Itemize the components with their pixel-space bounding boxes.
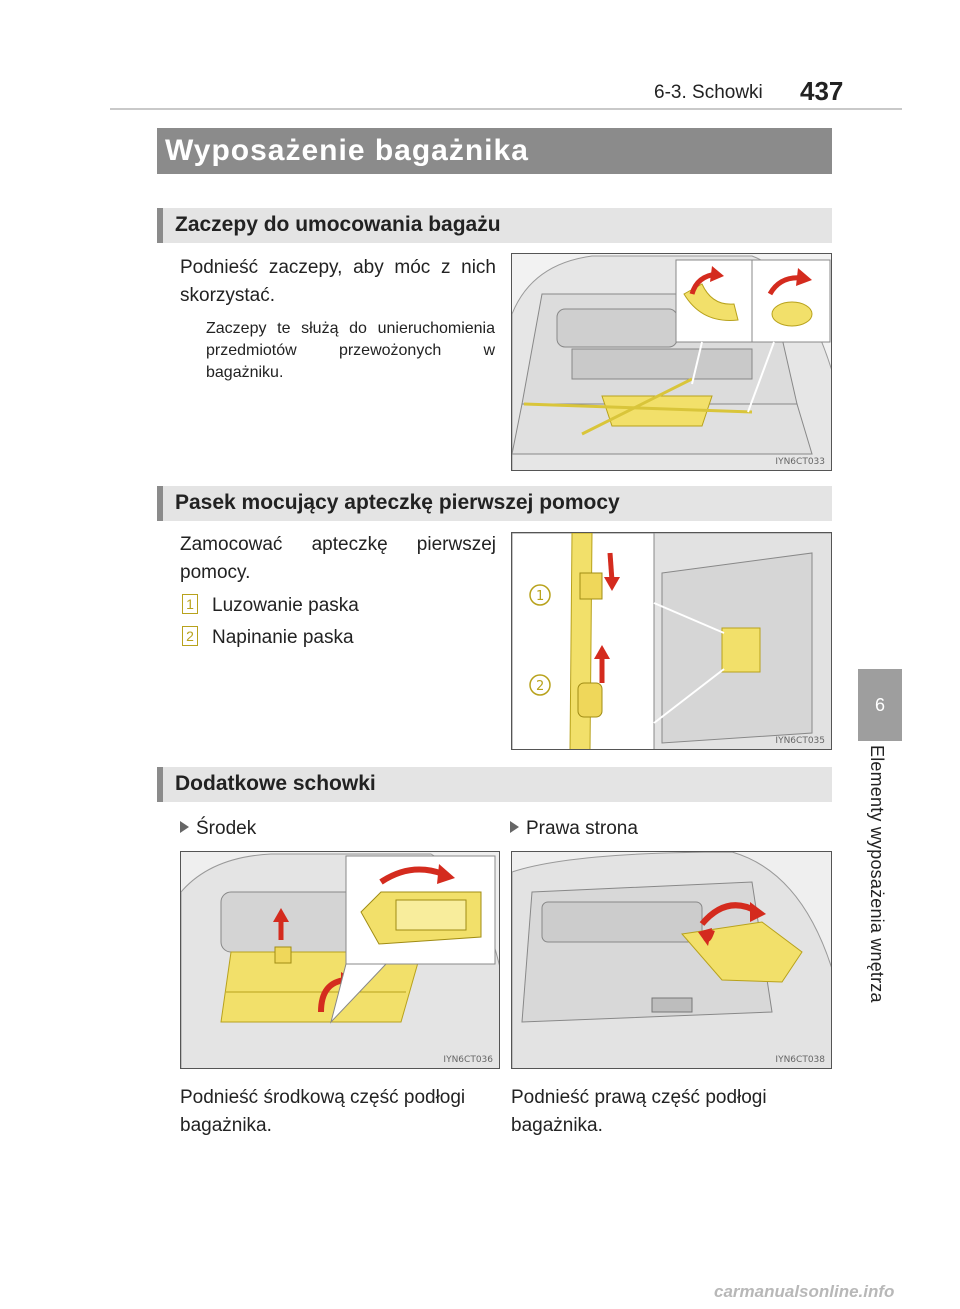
section-text: Podnieść zaczepy, aby móc z nich skorzys… <box>180 257 496 306</box>
figure-code: IYN6CT035 <box>775 736 825 746</box>
section-text: Zamocować apteczkę pierwszej pomocy. <box>180 534 496 583</box>
first-aid-strap-illustration: 1 2 <box>512 533 831 749</box>
main-title: Wyposażenie bagażnika <box>165 134 529 167</box>
list-item: 2 Napinanie paska <box>182 626 354 649</box>
main-title-bar: Wyposażenie bagażnika <box>157 128 832 174</box>
label-text: Prawa strona <box>526 818 638 839</box>
figure-code: IYN6CT038 <box>775 1055 825 1065</box>
list-item-label: Napinanie paska <box>212 627 354 648</box>
section-heading-luggage-hooks: Zaczepy do umocowania bagażu <box>157 208 832 243</box>
triangle-bullet-icon <box>180 821 189 833</box>
list-item-label: Luzowanie paska <box>212 595 359 616</box>
figure-code: IYN6CT033 <box>775 457 825 467</box>
caption-right: Podnieść prawą część podłogi bagażnika. <box>511 1084 811 1140</box>
chapter-tab: 6 <box>858 669 902 741</box>
caption-center: Podnieść środkową część podłogi bagażnik… <box>180 1087 466 1136</box>
chapter-label: Elementy wyposażenia wnętrza <box>867 745 887 1003</box>
label-text: Środek <box>196 818 257 839</box>
subsection-label-center: Środek <box>180 818 256 840</box>
trunk-hooks-illustration <box>512 254 831 470</box>
header-divider <box>110 108 902 110</box>
section-heading-first-aid-strap: Pasek mocujący apteczkę pierwszej pomocy <box>157 486 832 521</box>
caption-right-text: Podnieść prawą część podłogi bagażnika. <box>511 1087 767 1136</box>
section-heading-additional-storage: Dodatkowe schowki <box>157 767 832 802</box>
section-note: Zaczepy te służą do unieruchomienia prze… <box>206 320 495 381</box>
watermark: carmanualsonline.info <box>714 1282 895 1301</box>
chapter-number: 6 <box>874 695 885 715</box>
header-section-title: 6-3. Schowki <box>654 82 763 103</box>
figure-first-aid-strap: 1 2 IYN6CT035 <box>511 532 832 750</box>
section-title: Pasek mocujący apteczkę pierwszej pomocy <box>175 491 620 514</box>
center-floor-illustration <box>181 852 499 1068</box>
section-title: Zaczepy do umocowania bagażu <box>175 213 501 236</box>
figure-right-storage: IYN6CT038 <box>511 851 832 1069</box>
page-number: 437 <box>800 76 844 106</box>
callout-number: 2 <box>182 626 198 646</box>
svg-text:2: 2 <box>536 679 544 694</box>
svg-text:1: 1 <box>536 589 544 604</box>
callout-number: 1 <box>182 594 198 614</box>
figure-luggage-hooks: IYN6CT033 <box>511 253 832 471</box>
figure-center-storage: IYN6CT036 <box>180 851 500 1069</box>
triangle-bullet-icon <box>510 821 519 833</box>
right-floor-illustration <box>512 852 831 1068</box>
figure-code: IYN6CT036 <box>443 1055 493 1065</box>
list-item: 1 Luzowanie paska <box>182 594 359 617</box>
section-title: Dodatkowe schowki <box>175 772 376 795</box>
subsection-label-right: Prawa strona <box>510 818 638 840</box>
